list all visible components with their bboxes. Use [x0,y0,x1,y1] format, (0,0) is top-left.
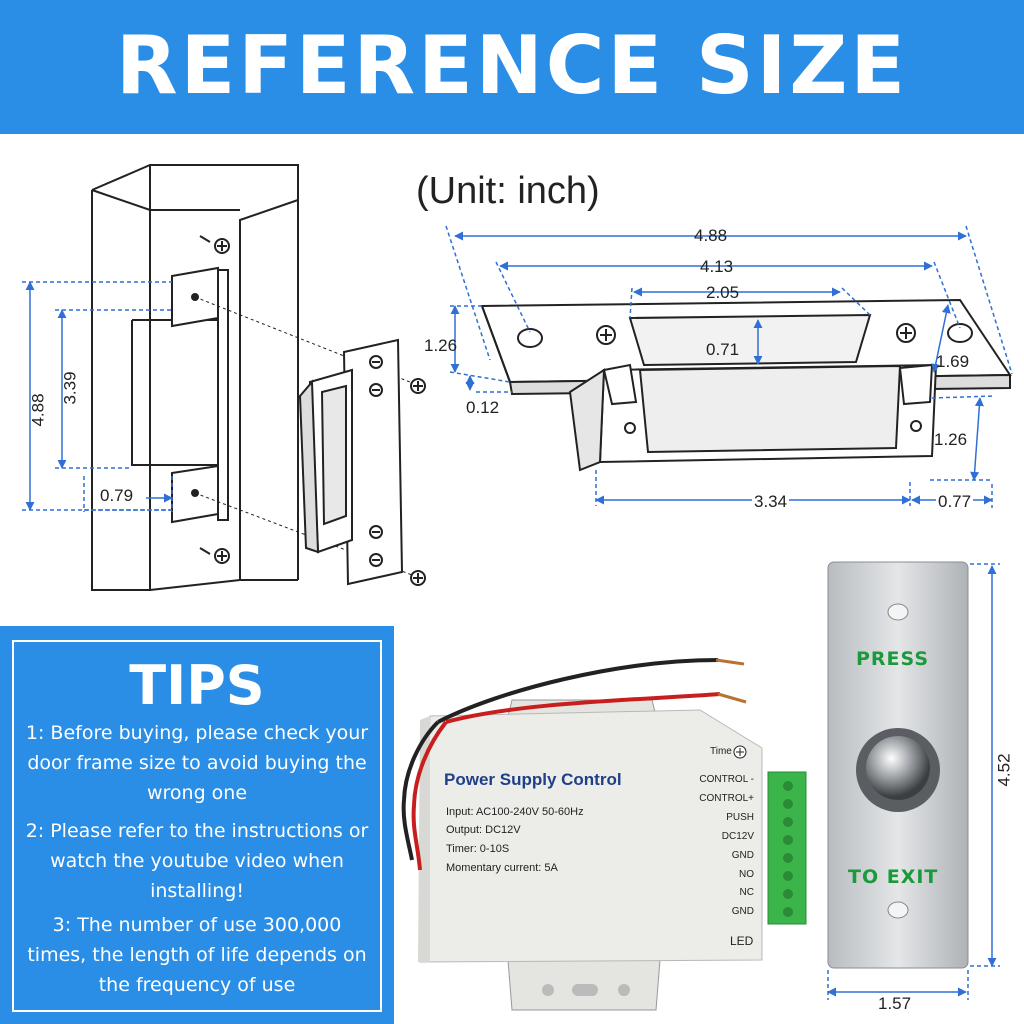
strike-dim-lines [445,225,1013,508]
tip-item-2: 2: Please refer to the instructions or w… [25,820,369,902]
exit-button-dim-lines [827,563,1000,1000]
exit-button-height-label: 4.52 [994,753,1014,787]
terminal-label-6: NO [739,869,754,880]
strike-overall-length-label: 4.88 [694,226,728,245]
exit-button-drawing [827,561,969,969]
strike-drawing [480,298,1012,472]
terminal-label-1: CONTROL - [699,774,754,785]
terminal-label-7: NC [739,887,754,898]
strike-opening-width-label: 0.71 [706,340,740,359]
terminal-label-3: PUSH [726,812,754,823]
strike-side-depth-label: 1.69 [936,352,970,371]
terminal-label-4: DC12V [721,831,754,842]
terminal-label-8: GND [731,906,754,917]
psu-spec-timer: Timer: 0-10S [446,843,510,855]
strike-opening-length-label: 2.05 [706,283,740,302]
terminal-label-5: GND [731,850,754,861]
tips-title: TIPS [129,654,265,717]
door-frame-drawing [91,164,421,592]
power-supply-title: Power Supply Control [444,770,622,789]
psu-timer-label: Time [710,746,732,757]
psu-spec-current: Momentary current: 5A [446,862,558,874]
header-banner: REFERENCE SIZE [0,0,1024,134]
tips-frame [12,640,382,1012]
power-supply-drawing [401,658,807,1011]
strike-body-length-label: 3.34 [752,492,790,512]
psu-led-label: LED [730,934,754,948]
tip-item-1: 1: Before buying, please check your door… [25,722,369,804]
exit-button-to-exit-text: TO EXIT [848,866,939,888]
frame-height-total-label: 4.88 [28,393,48,427]
small-strike-drawing [298,338,426,586]
strike-body-height-label: 1.26 [934,430,968,449]
tips-panel: TIPS 1: Before buying, please check your… [0,626,394,1024]
frame-height-inner-label: 3.39 [60,371,80,405]
unit-label: (Unit: inch) [416,170,600,212]
tip-item-3: 3: The number of use 300,000 times, the … [27,914,367,996]
exit-button-press-text: PRESS [856,648,930,670]
terminal-label-2: CONTROL+ [699,793,754,804]
strike-body-depth-label: 0.77 [936,492,974,512]
psu-spec-output: Output: DC12V [446,824,521,836]
strike-plate-thickness-label: 0.12 [466,398,500,417]
door-frame-dim-lines [22,281,173,512]
strike-faceplate-height-label: 1.26 [424,336,458,355]
frame-width-label: 0.79 [100,486,134,505]
exit-button-width-label: 1.57 [878,994,912,1013]
banner-title: REFERENCE SIZE [116,19,908,112]
psu-spec-input: Input: AC100-240V 50-60Hz [446,806,584,818]
strike-hole-spacing-label: 4.13 [700,257,734,276]
